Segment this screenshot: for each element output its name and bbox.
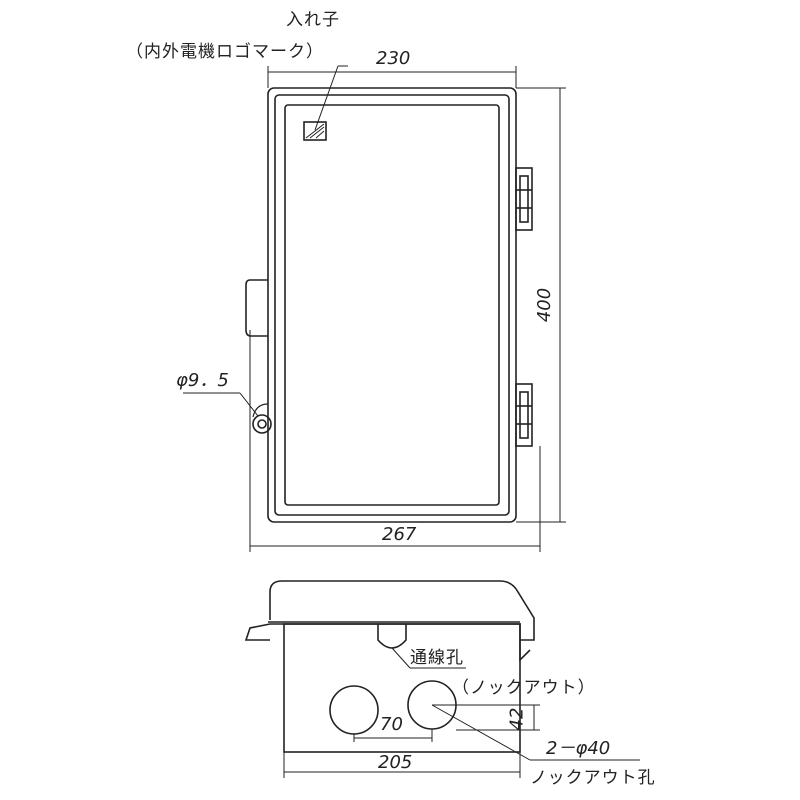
dim-height: 400: [534, 287, 556, 323]
enclosure-outline: [267, 87, 517, 523]
wiring-hole: [377, 624, 407, 649]
hinge-bottom: [515, 383, 533, 447]
dim-offset: 42: [506, 707, 528, 731]
mounting-hole: [252, 414, 272, 434]
callout-insert: 入れ子: [286, 10, 340, 30]
callout-holes-sub: ノックアウト孔: [530, 768, 656, 788]
lid-profile: [269, 580, 535, 641]
callout-wiring-hole: 通線孔: [410, 648, 464, 668]
door-outline: [274, 94, 510, 516]
front-dimensions: [183, 65, 566, 552]
latch-tab: [245, 279, 268, 337]
door-panel: [284, 104, 500, 506]
callout-logo: （内外電機ロゴマーク）: [126, 42, 324, 62]
callout-holes: 2－φ40: [546, 738, 611, 759]
bottom-dimensions: [283, 647, 640, 778]
callout-knockout: （ノックアウト）: [452, 678, 596, 698]
dim-hole-diameter: φ9．5: [176, 370, 229, 391]
logo-mark: [303, 121, 327, 141]
knockout-hole-left: [329, 685, 379, 735]
hinge-top: [515, 167, 533, 231]
dim-width: 205: [378, 752, 413, 773]
front-view: [245, 87, 533, 523]
dim-pitch: 70: [380, 714, 403, 735]
body-outline: [283, 623, 521, 753]
dim-width-inner: 230: [376, 48, 411, 69]
dim-width-outer: 267: [382, 524, 417, 545]
